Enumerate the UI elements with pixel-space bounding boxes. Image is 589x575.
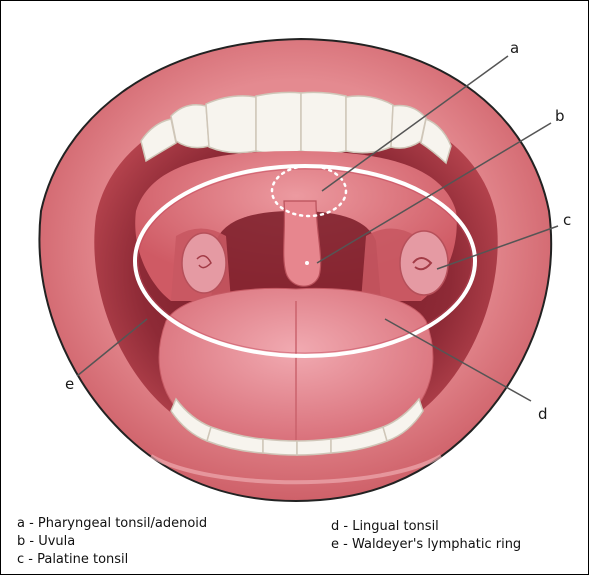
marker-a: a: [510, 39, 519, 57]
right-palatine-tonsil: [400, 231, 448, 295]
legend-item-c: c - Palatine tonsil: [17, 551, 207, 569]
marker-b: b: [555, 107, 565, 125]
legend-item-e: e - Waldeyer's lymphatic ring: [331, 536, 521, 554]
legend-right: d - Lingual tonsil e - Waldeyer's lympha…: [331, 518, 521, 554]
marker-c: c: [563, 211, 571, 229]
uvula: [284, 201, 321, 286]
marker-d: d: [538, 405, 548, 423]
legend-item-d: d - Lingual tonsil: [331, 518, 521, 536]
legend-item-b: b - Uvula: [17, 533, 207, 551]
legend-left: a - Pharyngeal tonsil/adenoid b - Uvula …: [17, 515, 207, 569]
left-palatine-tonsil: [182, 233, 226, 293]
marker-e: e: [65, 375, 74, 393]
legend-item-a: a - Pharyngeal tonsil/adenoid: [17, 515, 207, 533]
